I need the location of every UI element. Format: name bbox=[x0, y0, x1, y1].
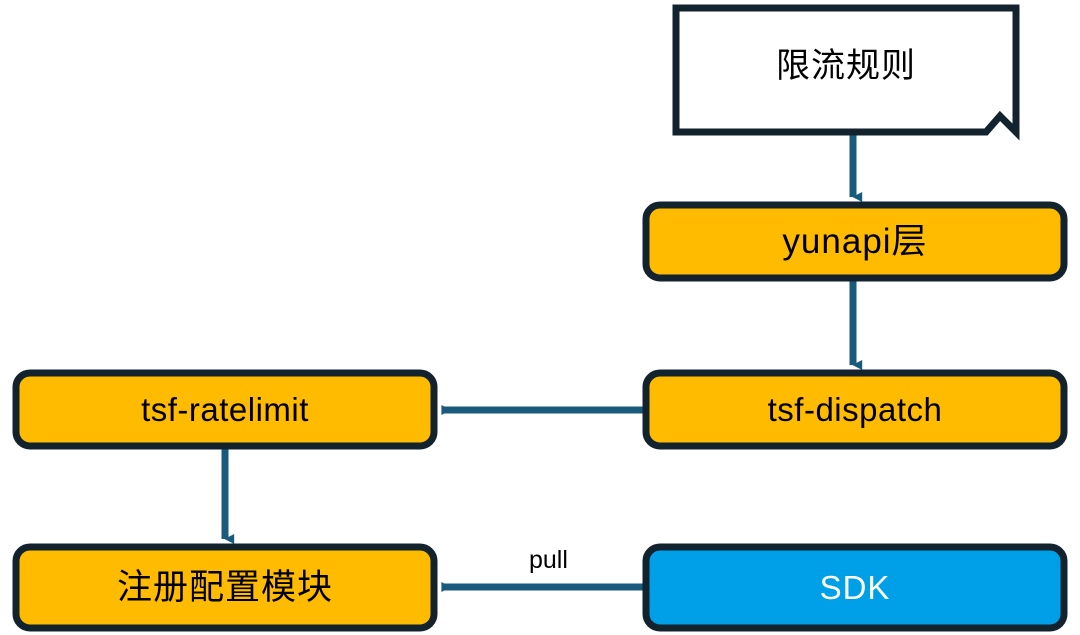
node-group bbox=[12, 4, 1068, 632]
edge-label-pull: pull bbox=[529, 546, 568, 574]
node-tsf-ratelimit-shape[interactable] bbox=[12, 369, 438, 450]
node-register-config-shape[interactable] bbox=[12, 543, 438, 632]
node-sdk-shape[interactable] bbox=[642, 543, 1068, 632]
edge-group bbox=[221, 130, 863, 592]
node-tsf-dispatch-shape[interactable] bbox=[642, 369, 1068, 450]
node-yunapi-shape[interactable] bbox=[642, 201, 1068, 282]
node-rule-doc-shape[interactable] bbox=[672, 4, 1020, 141]
